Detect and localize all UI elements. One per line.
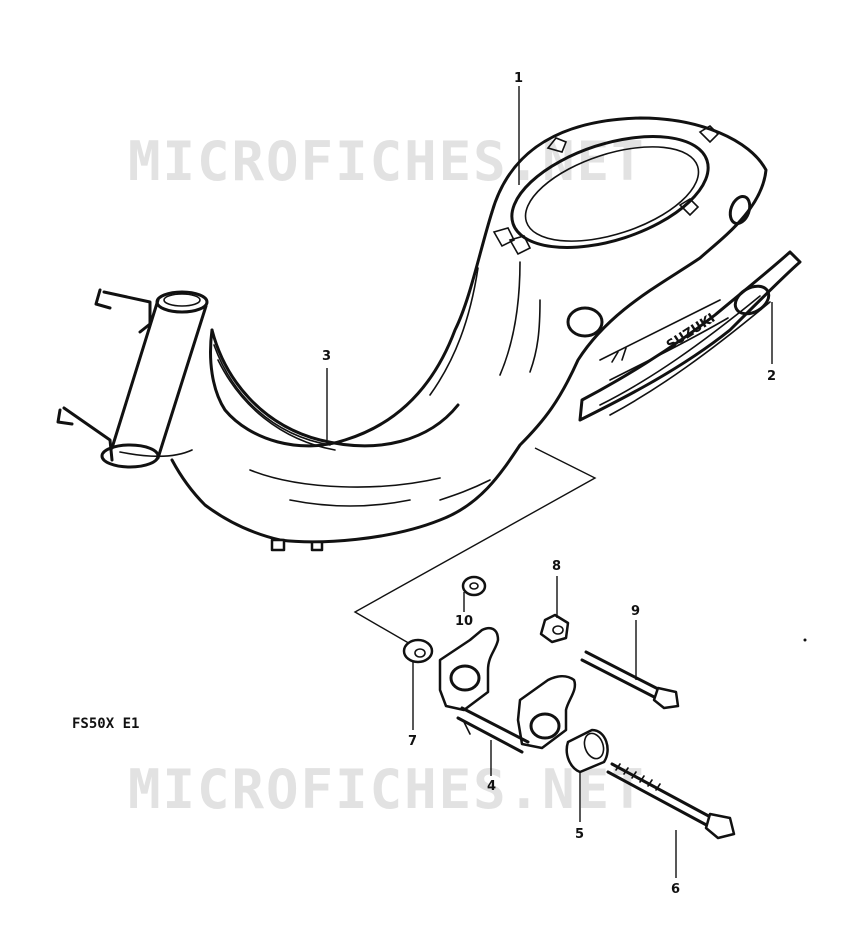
- bolt-part-9: [580, 650, 680, 710]
- washer-part-7: [402, 638, 434, 664]
- leader-lines: [326, 86, 773, 878]
- dot-mark: [803, 638, 807, 642]
- callout-2: 2: [767, 369, 776, 384]
- bushing-part-8: [539, 613, 570, 644]
- spacer-part-5: [565, 728, 609, 774]
- bracket-part-4: [438, 626, 577, 754]
- callout-9: 9: [631, 604, 640, 619]
- watermark-bottom: MICROFICHES.NET: [128, 758, 646, 821]
- bolt-part-6: [606, 762, 736, 840]
- callouts: 1 2 3 4 5 6 7 8 9 10: [322, 71, 776, 897]
- callout-3: 3: [322, 349, 331, 364]
- callout-5: 5: [575, 827, 584, 842]
- callout-8: 8: [552, 559, 561, 574]
- collar-part-10: [461, 575, 487, 597]
- callout-7: 7: [408, 734, 417, 749]
- callout-1: 1: [514, 71, 523, 86]
- callout-10: 10: [455, 614, 473, 629]
- frame-body: [170, 116, 768, 552]
- steering-tube: [56, 288, 209, 469]
- side-badge-panel: SUZUKI: [578, 250, 802, 422]
- badge-text: SUZUKI: [664, 311, 718, 353]
- model-label: FS50X E1: [72, 716, 139, 732]
- exploded-guide-line: [353, 447, 597, 646]
- callout-6: 6: [671, 882, 680, 897]
- inner-panel: [210, 328, 460, 451]
- callout-4: 4: [487, 779, 496, 794]
- watermark-top: MICROFICHES.NET: [128, 130, 646, 193]
